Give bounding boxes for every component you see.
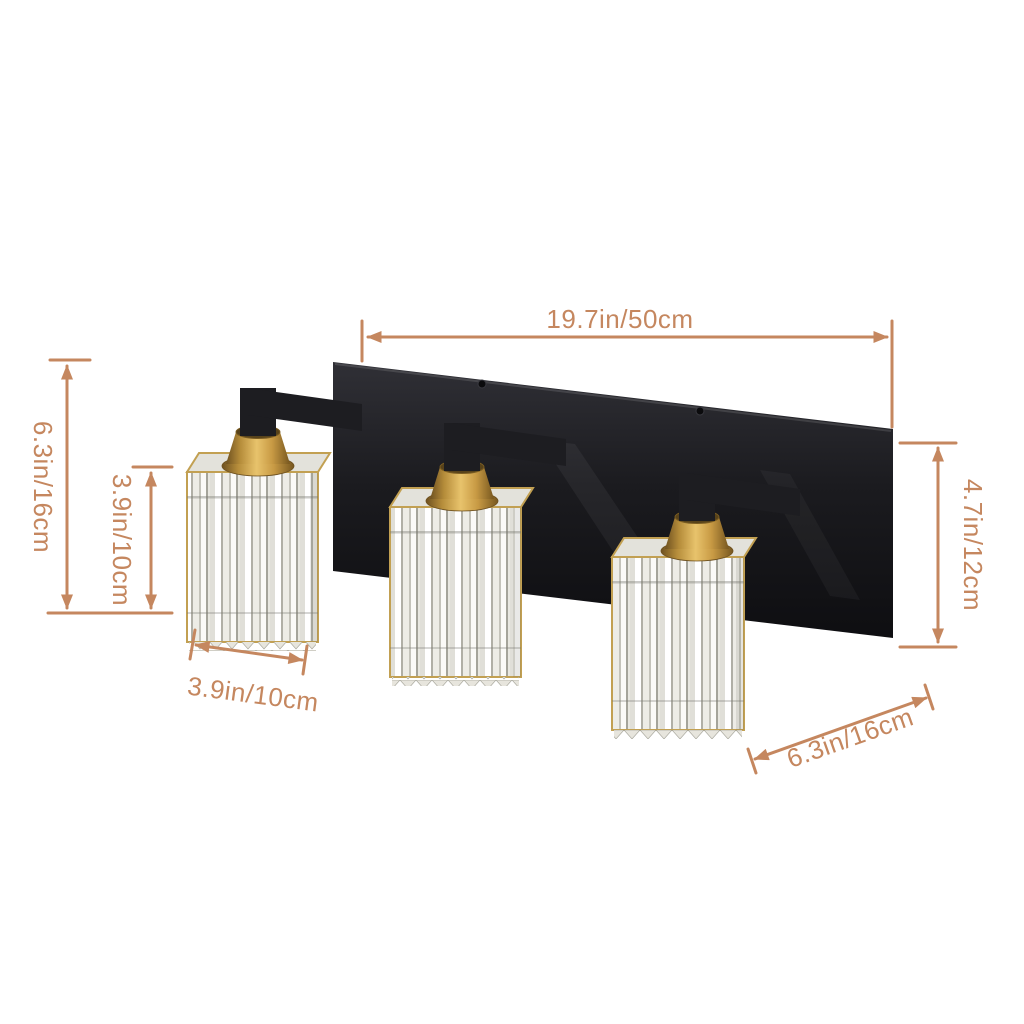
dimension-bottom-right-depth: 6.3in/16cm (746, 683, 935, 775)
light-unit-3 (610, 473, 800, 739)
dimension-label-bottom-left-shade-width: 3.9in/10cm (186, 671, 321, 718)
crystal-shade-3 (610, 537, 758, 739)
dimension-label-left-total-height: 6.3in/16cm (28, 421, 58, 553)
dimension-right-backplate-height: 4.7in/12cm (898, 441, 988, 649)
mounting-arm-2 (444, 423, 566, 471)
dimension-label-top-width: 19.7in/50cm (546, 304, 693, 334)
screw (477, 379, 487, 389)
dimension-left-total-height: 6.3in/16cm (28, 358, 174, 615)
crystal-shade-2 (388, 487, 535, 686)
dimension-label-bottom-right-depth: 6.3in/16cm (783, 701, 918, 773)
mounting-arm-1 (240, 388, 362, 436)
mounting-arm-3 (679, 473, 800, 521)
dimension-left-shade-height: 3.9in/10cm (107, 465, 174, 610)
dimension-top-width: 19.7in/50cm (360, 304, 894, 429)
dimension-label-right-backplate-height: 4.7in/12cm (958, 479, 988, 611)
crystal-shade-1 (185, 452, 332, 651)
dimension-label-left-shade-height: 3.9in/10cm (107, 474, 137, 606)
light-unit-2 (388, 423, 566, 686)
screw (695, 406, 705, 416)
vanity-light-fixture (185, 362, 893, 739)
light-unit-1 (185, 388, 362, 651)
